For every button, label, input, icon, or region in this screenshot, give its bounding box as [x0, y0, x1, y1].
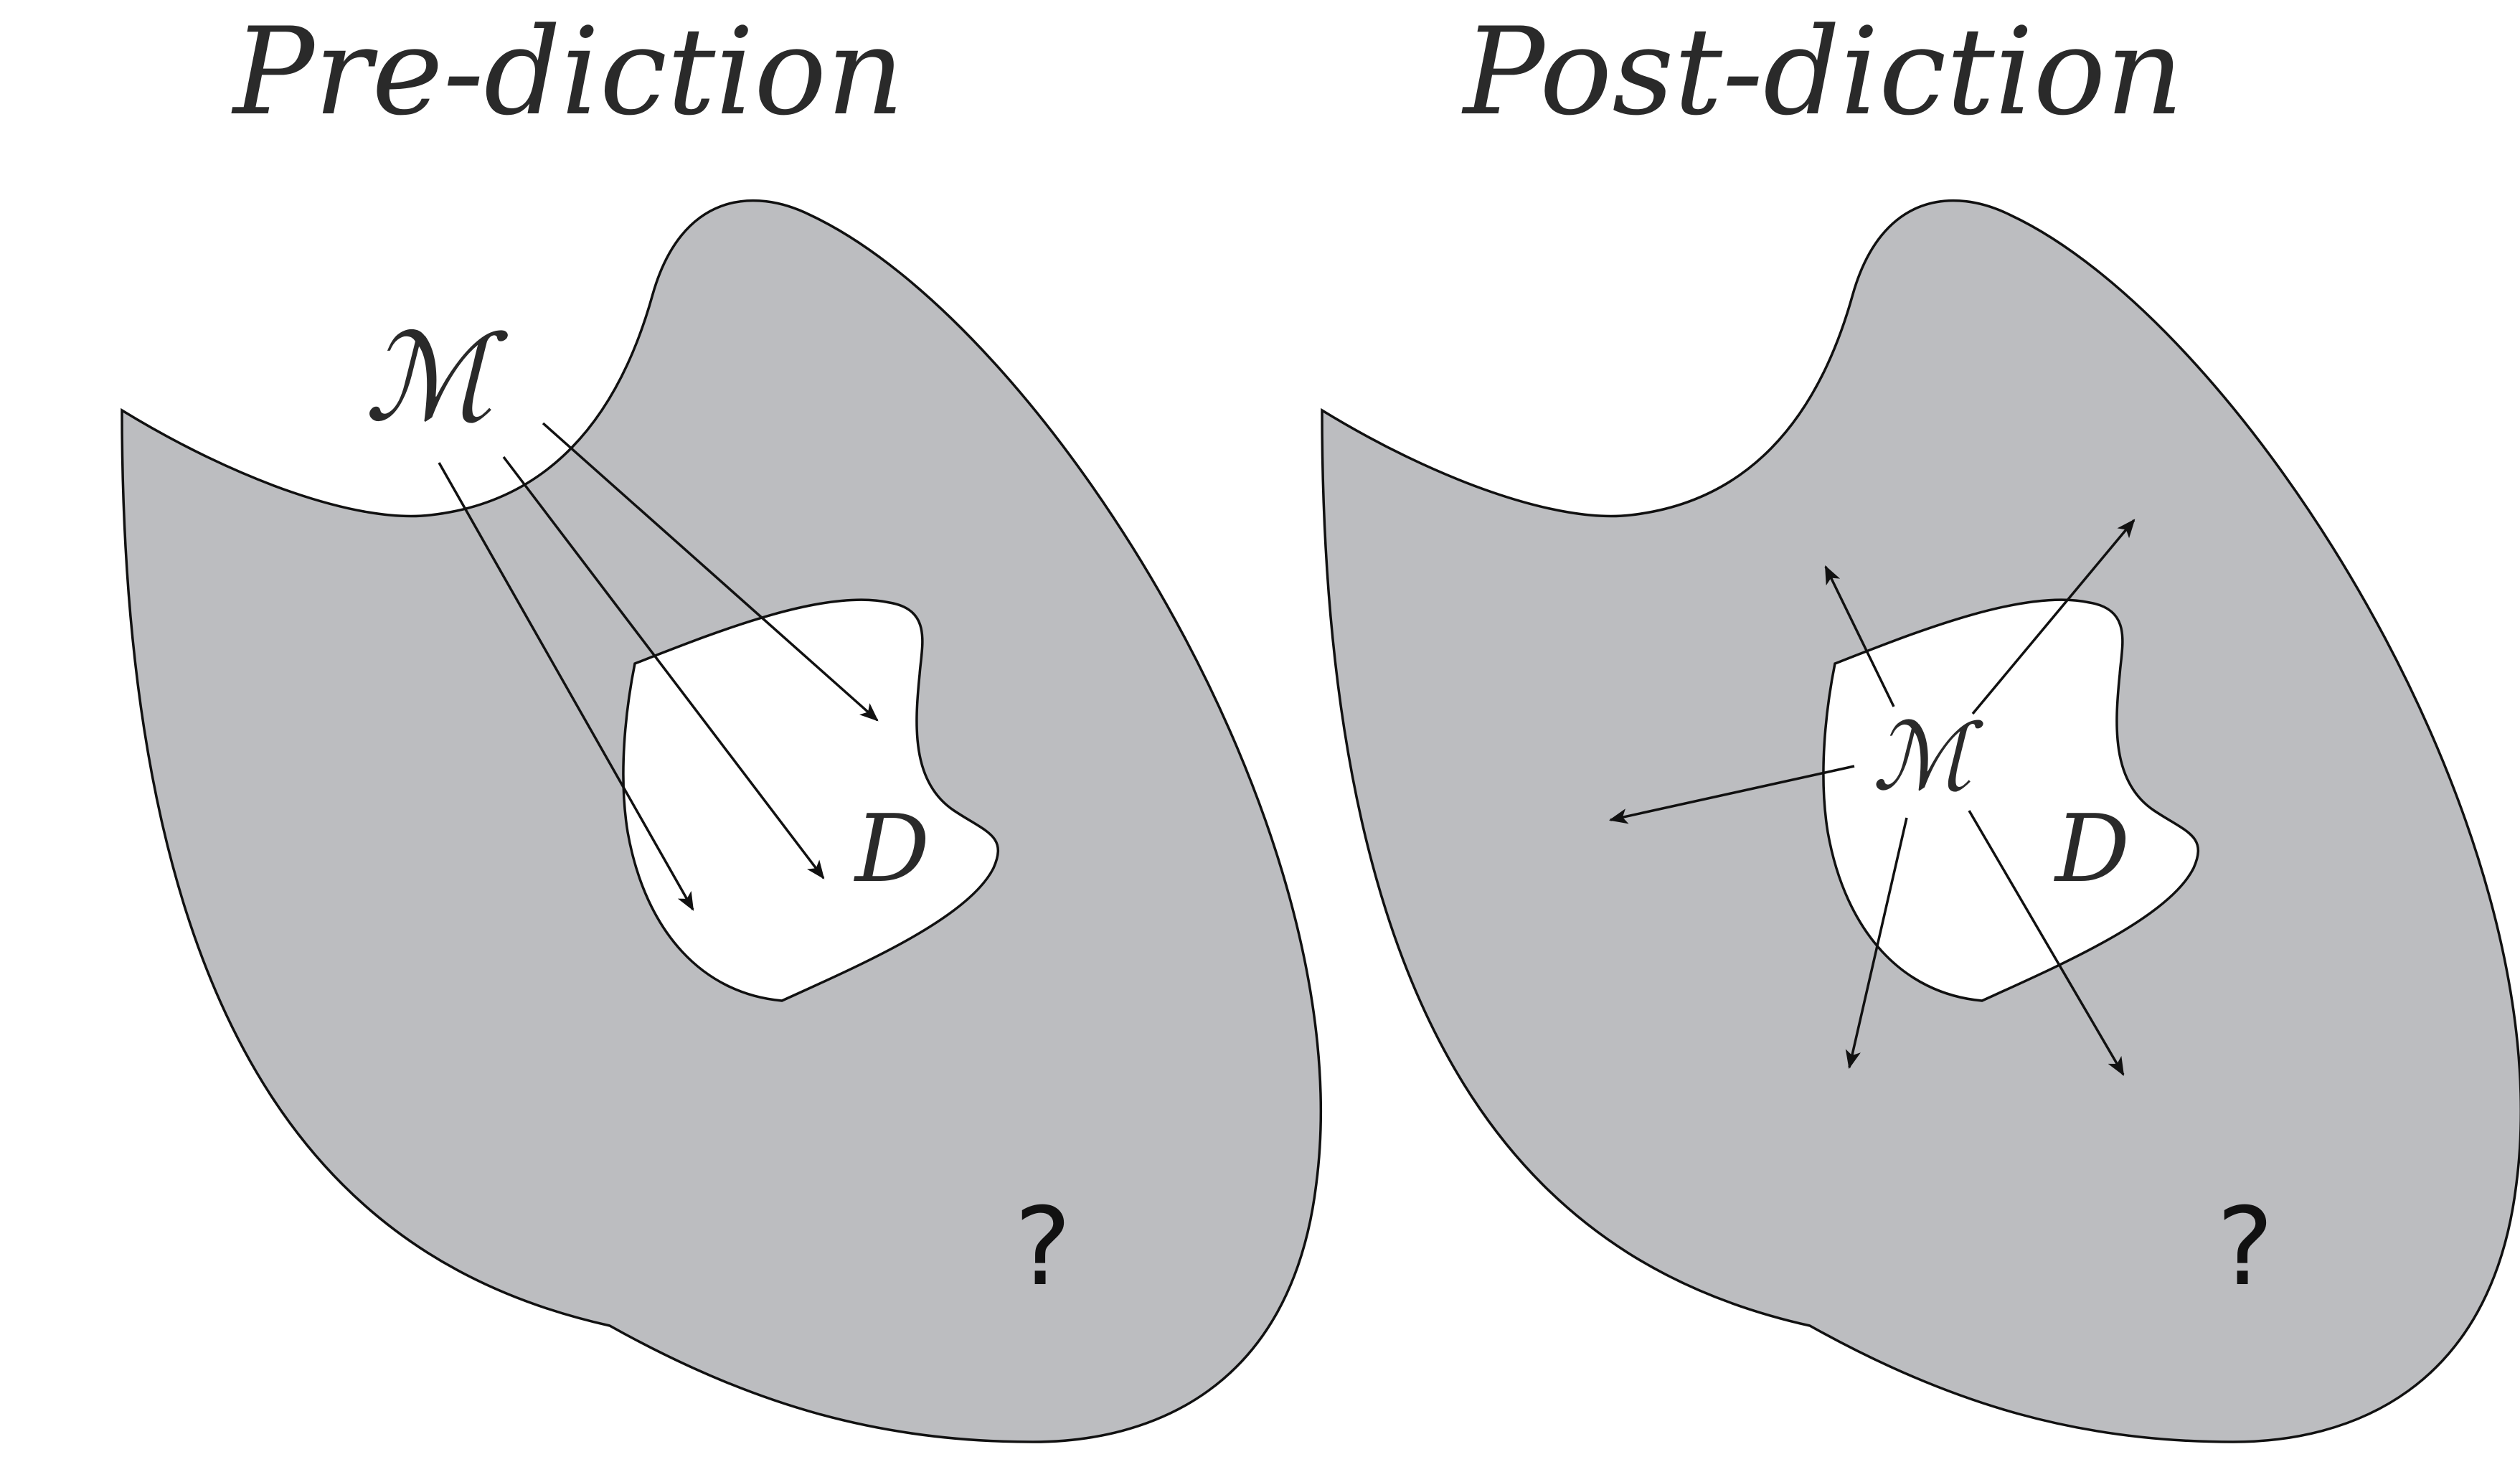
prediction-arrow [502, 456, 825, 879]
data-label: D [2054, 794, 2130, 903]
panel-title: Post-diction [1461, 1, 2184, 142]
prediction-arrow [438, 462, 694, 911]
postdiction-arrow [1971, 519, 2136, 715]
prediction-arrow [542, 422, 879, 722]
unknown-mark: ? [1014, 1185, 1072, 1310]
postdiction-arrow [1608, 765, 1855, 824]
data-region [1822, 598, 2199, 1002]
postdiction-arrow [1845, 817, 1908, 1070]
unknown-mark: ? [2217, 1185, 2274, 1310]
model-label: ℳ [364, 308, 509, 448]
postdiction-arrow [1824, 565, 1895, 707]
panel-postdiction: Post-diction ℳ D ? [1321, 1, 2520, 1443]
data-region [622, 598, 999, 1002]
postdiction-arrow [1968, 810, 2125, 1076]
model-label: ℳ [1872, 702, 1984, 811]
data-label: D [854, 794, 930, 903]
panel-title: Pre-diction [231, 1, 904, 142]
panel-prediction: Pre-diction ℳ D ? [121, 1, 1323, 1443]
